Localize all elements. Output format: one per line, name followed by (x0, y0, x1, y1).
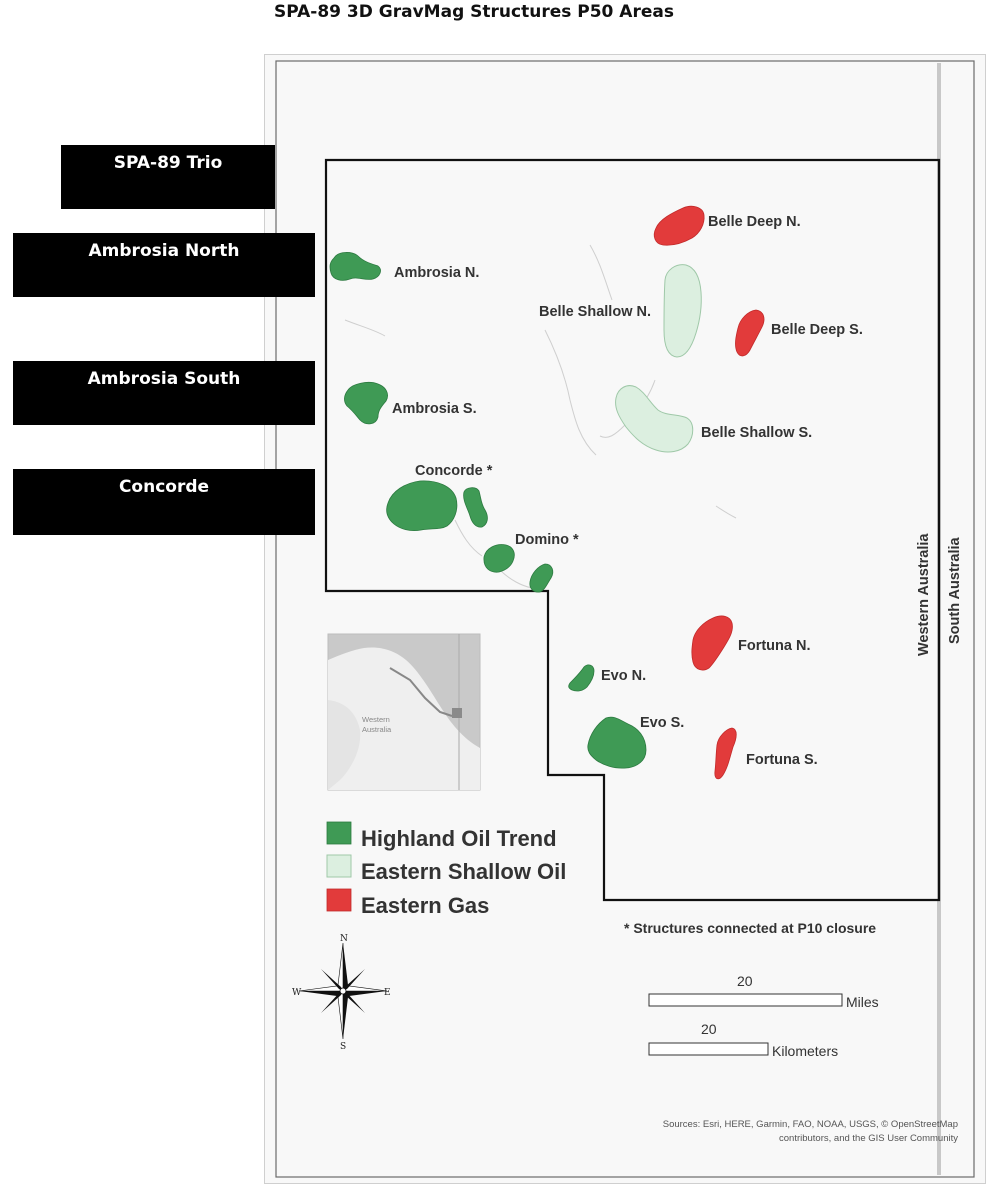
label-evo-n: Evo N. (601, 668, 646, 684)
attribution-line-1: Sources: Esri, HERE, Garmin, FAO, NOAA, … (662, 1119, 958, 1130)
label-belle-deep-s: Belle Deep S. (771, 322, 863, 338)
label-south-australia: South Australia (947, 536, 963, 644)
map-title: SPA-89 3D GravMag Structures P50 Areas (274, 2, 674, 22)
label-ambrosia-s: Ambrosia S. (392, 401, 477, 417)
map-frame (264, 54, 986, 1184)
evo-n-area (568, 664, 595, 692)
scale-bar: 20 Miles 20 Kilometers (648, 973, 879, 1059)
label-western-australia: Western Australia (916, 533, 932, 656)
compass-e: E (384, 988, 391, 998)
scale-miles-value: 20 (737, 973, 753, 989)
label-belle-deep-n: Belle Deep N. (708, 214, 801, 230)
scale-km-unit: Kilometers (772, 1043, 838, 1059)
side-label-ambrosia-south: Ambrosia South (13, 361, 315, 425)
legend-swatch-highland (326, 821, 352, 845)
concorde-area (386, 480, 458, 532)
belle-deep-n-area (653, 205, 705, 246)
compass-rose-icon: N S E W (292, 934, 391, 1052)
belle-deep-s-area (735, 309, 765, 357)
belle-shallow-s-area (615, 385, 694, 453)
side-label-spa89-trio: SPA-89 Trio (61, 145, 275, 209)
label-belle-shallow-s: Belle Shallow S. (701, 425, 812, 441)
belle-shallow-n-area (663, 264, 702, 358)
label-belle-shallow-n: Belle Shallow N. (539, 304, 651, 320)
label-fortuna-n: Fortuna N. (738, 638, 811, 654)
ambrosia-s-area (344, 382, 388, 425)
label-domino: Domino * (515, 532, 579, 548)
inner-frame (275, 60, 975, 1178)
inset-map: Western Australia (327, 633, 481, 791)
compass-w: W (292, 988, 302, 998)
scale-miles-unit: Miles (846, 994, 879, 1010)
legend-swatch-shallow (326, 854, 352, 878)
scale-km-value: 20 (701, 1021, 717, 1037)
compass-n: N (340, 934, 348, 944)
attribution: Sources: Esri, HERE, Garmin, FAO, NOAA, … (640, 1118, 958, 1146)
inset-label-2: Australia (362, 725, 392, 734)
fortuna-s-area (714, 727, 737, 780)
label-evo-s: Evo S. (640, 715, 684, 731)
ambrosia-n-area (329, 252, 381, 281)
legend-label-gas: Eastern Gas (361, 893, 489, 918)
legend: Highland Oil Trend Eastern Shallow Oil E… (326, 821, 566, 918)
permit-boundary (324, 158, 941, 902)
legend-label-shallow: Eastern Shallow Oil (361, 859, 566, 884)
fortuna-n-area (691, 615, 733, 671)
attribution-line-2: contributors, and the GIS User Community (779, 1133, 958, 1144)
compass-s: S (340, 1042, 346, 1052)
domino-east-area (529, 563, 554, 593)
inset-label-1: Western (362, 715, 390, 724)
label-ambrosia-n: Ambrosia N. (394, 265, 479, 281)
side-label-ambrosia-north: Ambrosia North (13, 233, 315, 297)
scale-km-bar (648, 1042, 769, 1056)
closure-note: * Structures connected at P10 closure (624, 920, 876, 936)
label-fortuna-s: Fortuna S. (746, 752, 818, 768)
concorde-east-area (463, 487, 488, 528)
evo-s-area (587, 716, 647, 769)
domino-area (483, 544, 515, 573)
legend-label-highland: Highland Oil Trend (361, 826, 557, 851)
scale-miles-bar (648, 993, 843, 1007)
side-label-concorde: Concorde (13, 469, 315, 535)
legend-swatch-gas (326, 888, 352, 912)
label-concorde: Concorde * (415, 463, 493, 479)
